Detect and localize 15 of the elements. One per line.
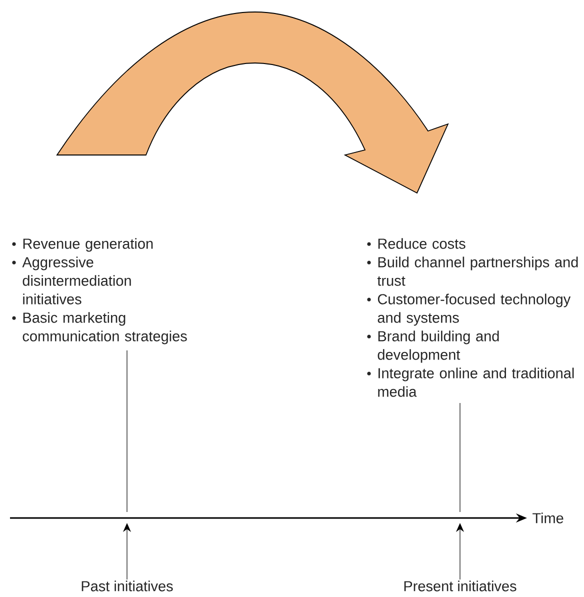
node-label: Reduce costs (378, 238, 466, 249)
curved-arrow (56, 12, 448, 194)
node-label: Aggressive disintermediation initiatives (22, 256, 131, 304)
node-label: Brand building and development (378, 330, 499, 363)
node-label: Integrate online and traditional media (378, 368, 574, 397)
node-label: Build channel partnerships and trust (377, 256, 578, 286)
axis-label: Time (532, 512, 564, 524)
timeline-label: Present initiatives (404, 580, 516, 592)
node-label: Basic marketing communication strategies (22, 312, 187, 344)
timeline-label: Past initiatives (82, 580, 173, 592)
tick-line (126, 350, 128, 512)
node-label: Customer-focused technology and systems (378, 294, 571, 326)
node-label: Revenue generation (23, 238, 153, 252)
bullet-list: Reduce costs Build channel partnerships and trust Customer-focused technology and systems Brand building and development Integrate online and traditional media (367, 238, 578, 397)
bullet-list: Revenue generation Aggressive disintermediation initiatives Basic marketing communication strategies (12, 238, 187, 344)
